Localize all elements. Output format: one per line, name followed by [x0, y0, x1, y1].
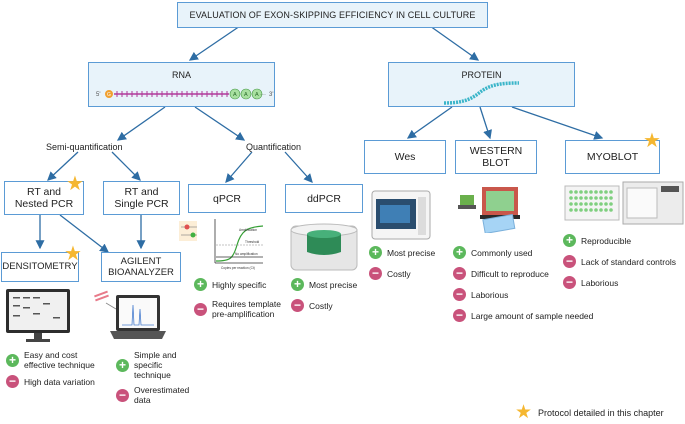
main-title: EVALUATION OF EXON-SKIPPING EFFICIENCY I…	[189, 10, 476, 20]
pro-item: + Reproducible	[563, 234, 683, 247]
western-blot-box: WESTERN BLOT	[455, 140, 537, 174]
minus-icon: −	[369, 267, 382, 280]
laptop-electropherogram-icon	[94, 290, 166, 339]
myoblot-label: MYOBLOT	[586, 151, 639, 163]
wes-box: Wes	[364, 140, 446, 174]
qpcr-xlabel: Copies per reaction (Ct)	[221, 266, 255, 270]
agilent-bioanalyzer-box: AGILENT BIOANALYZER	[101, 252, 181, 282]
wes-instrument-icon	[371, 190, 431, 240]
con-item: − Costly	[291, 299, 371, 312]
qpcr-box: qPCR	[188, 184, 266, 213]
pro-item: + Commonly used	[453, 246, 603, 259]
protein-label: PROTEIN	[461, 70, 502, 80]
rt-single-pcr-box: RT and Single PCR	[103, 181, 180, 215]
pro-item: + Highly specific	[194, 278, 289, 291]
wes-notes: + Most precise − Costly	[369, 246, 449, 280]
monitor-gel-icon	[6, 289, 70, 342]
agilent-bioanalyzer-label: AGILENT BIOANALYZER	[108, 256, 174, 278]
plus-icon: +	[369, 246, 382, 259]
con-item: − Lack of standard controls	[563, 255, 683, 268]
rt-nested-pcr-box: RT and Nested PCR	[4, 181, 84, 215]
rna-label: RNA	[171, 70, 191, 80]
minus-icon: −	[6, 375, 19, 388]
mrna-strand-icon: 5' G A A A ··· 3'	[96, 88, 273, 100]
con-item: − Difficult to reproduce	[453, 267, 603, 280]
rna-dots: ···	[260, 92, 266, 98]
con-item: − Laborious	[453, 288, 603, 301]
minus-icon: −	[453, 309, 466, 322]
three-prime-label: 3'	[269, 92, 273, 98]
cap-label: G	[107, 92, 111, 98]
five-prime-label: 5'	[96, 92, 100, 98]
pro-item: + Simple and specific technique	[116, 350, 206, 380]
minus-icon: −	[563, 255, 576, 268]
plus-icon: +	[291, 278, 304, 291]
poly-a-2: A	[244, 92, 248, 98]
minus-icon: −	[453, 267, 466, 280]
poly-a-1: A	[233, 92, 237, 98]
qpcr-label: qPCR	[212, 192, 241, 205]
quantification-label: Quantification	[246, 142, 302, 152]
semi-quantification-label: Semi-quantification	[46, 142, 123, 152]
wes-label: Wes	[394, 151, 416, 163]
minus-icon: −	[194, 302, 207, 316]
protein-box: PROTEIN	[388, 62, 575, 107]
western-blot-label: WESTERN BLOT	[469, 145, 523, 169]
legend-amplification: Amplification	[239, 228, 257, 232]
pro-item: + Most precise	[369, 246, 449, 259]
con-item: − Requires template pre-amplification	[194, 299, 289, 319]
rt-nested-pcr-label: RT and Nested PCR	[14, 186, 74, 210]
ddpcr-notes: + Most precise − Costly	[291, 278, 371, 312]
star-icon: ★	[643, 130, 661, 152]
rt-single-pcr-label: RT and Single PCR	[114, 186, 169, 210]
legend-text: Protocol detailed in this chapter	[538, 408, 664, 418]
con-item: − Large amount of sample needed	[453, 309, 603, 322]
legend: ★ Protocol detailed in this chapter	[515, 403, 664, 423]
legend-no-amplification: No amplification	[235, 252, 258, 256]
myoblot-plate-reader-icon	[564, 181, 684, 225]
densitometry-label: DENSITOMETRY	[2, 261, 78, 272]
star-icon: ★	[64, 243, 82, 265]
protein-helix-icon	[443, 81, 520, 105]
con-item: − High data variation	[6, 375, 106, 388]
agilent-notes: + Simple and specific technique − Overes…	[116, 350, 206, 405]
rna-box: RNA 5' G A A A ··· 3'	[88, 62, 275, 107]
plus-icon: +	[194, 278, 207, 291]
qpcr-notes: + Highly specific − Requires template pr…	[194, 278, 289, 319]
minus-icon: −	[453, 288, 466, 301]
ddpcr-box: ddPCR	[285, 184, 363, 213]
plus-icon: +	[563, 234, 576, 247]
con-item: − Costly	[369, 267, 449, 280]
pro-item: + Easy and cost effective technique	[6, 350, 106, 370]
ddpcr-label: ddPCR	[307, 192, 341, 205]
minus-icon: −	[116, 388, 129, 402]
densitometry-box: DENSITOMETRY	[1, 252, 79, 282]
pro-item: + Most precise	[291, 278, 371, 291]
densitometry-notes: + Easy and cost effective technique − Hi…	[6, 350, 106, 388]
legend-threshold: Threshold	[245, 240, 259, 244]
western-notes: + Commonly used − Difficult to reproduce…	[453, 246, 603, 322]
droplet-reader-icon	[290, 223, 358, 271]
myoblot-notes: + Reproducible − Lack of standard contro…	[563, 234, 683, 289]
plus-icon: +	[453, 246, 466, 259]
poly-a-3: A	[255, 92, 259, 98]
con-item: − Laborious	[563, 276, 683, 289]
minus-icon: −	[291, 299, 304, 312]
star-icon: ★	[66, 173, 84, 195]
minus-icon: −	[563, 276, 576, 289]
star-icon: ★	[515, 402, 533, 423]
qpcr-amplification-chart: Amplification Threshold No amplification…	[179, 219, 264, 270]
main-title-box: EVALUATION OF EXON-SKIPPING EFFICIENCY I…	[177, 2, 488, 28]
plus-icon: +	[6, 353, 19, 367]
con-item: − Overestimated data	[116, 385, 206, 405]
myoblot-box: MYOBLOT	[565, 140, 660, 174]
western-blot-apparatus-icon	[458, 187, 520, 233]
plus-icon: +	[116, 358, 129, 372]
